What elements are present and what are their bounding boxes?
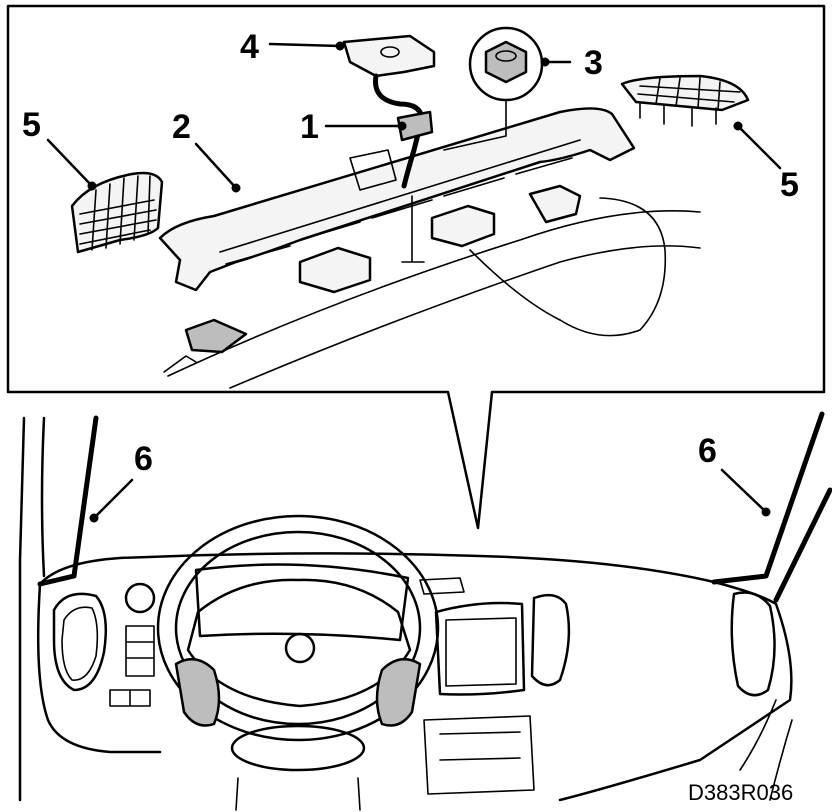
nut-leader	[443, 99, 507, 151]
sensor-bracket	[342, 34, 436, 78]
duct-vent-slots	[225, 157, 573, 265]
horn-emblem	[284, 632, 316, 664]
dash-front-edge	[163, 355, 197, 373]
leader-1-dot	[397, 121, 407, 131]
right-a-pillar	[711, 411, 825, 585]
callout-6-right: 6	[698, 432, 717, 470]
duct-ridge-line	[219, 139, 581, 253]
left-grille-mesh	[79, 175, 157, 251]
inset-dash-curve-2	[469, 249, 561, 321]
leader-6-left-dot	[89, 513, 99, 523]
callout-4: 4	[240, 28, 259, 66]
left-switch-panel	[125, 625, 155, 677]
duct-center-opening	[349, 149, 397, 191]
left-air-vent-inner	[61, 606, 99, 681]
sensor-guide-line	[401, 195, 425, 263]
right-air-vent	[730, 591, 776, 697]
left-air-vent	[52, 592, 107, 692]
inset-dash-lower-line	[229, 245, 701, 389]
callout-numbers: 4 1 3 2 5 5 6 6 D383R036	[22, 28, 799, 805]
dash-left-edge	[36, 582, 162, 754]
dash-front-tab	[184, 318, 248, 354]
nut-bore	[495, 50, 517, 62]
center-right-vent	[530, 593, 571, 687]
right-speaker-grille	[620, 74, 750, 112]
right-grille-mesh	[637, 77, 741, 111]
steering-wheel-hub	[186, 578, 412, 708]
bracket-hole	[380, 46, 400, 58]
dash-mount-bracket	[430, 204, 496, 248]
defrost-vent-slot	[419, 577, 465, 595]
leader-6-left	[92, 478, 134, 520]
instrument-cluster-hood	[194, 563, 410, 642]
left-pillar-outer	[40, 416, 46, 578]
right-wheel-spoke	[375, 657, 422, 727]
left-wheel-spoke	[174, 657, 221, 727]
sensor-cable	[373, 73, 425, 189]
center-display-inner	[445, 617, 517, 687]
steering-wheel-inner	[174, 530, 422, 726]
left-lower-switches	[109, 689, 151, 707]
callout-2: 2	[172, 108, 191, 146]
radio-panel	[423, 715, 535, 795]
detail-inset	[6, 4, 826, 530]
left-a-pillar	[37, 415, 99, 587]
airbag-cover	[230, 724, 366, 772]
leader-5-left-dot	[87, 181, 97, 191]
nut-icon	[484, 40, 528, 84]
callout-leaders	[46, 41, 782, 523]
callout-5-left: 5	[22, 106, 41, 144]
leader-2	[194, 142, 238, 190]
dash-right-edge	[558, 602, 793, 802]
inset-dash-curve	[559, 197, 667, 337]
leader-2-dot	[231, 183, 241, 193]
leader-4	[268, 42, 342, 48]
sensor-plug	[396, 110, 434, 142]
right-grille-clips	[639, 103, 717, 127]
dash-top-edge	[38, 552, 778, 606]
figure-reference-code: D383R036	[688, 780, 793, 805]
headlight-switch	[124, 582, 156, 614]
leader-5-right	[736, 124, 782, 170]
leader-5-left	[46, 138, 94, 188]
callout-5-right: 5	[780, 166, 799, 204]
steering-wheel-rim	[156, 514, 440, 742]
leader-5-right-dot	[733, 121, 743, 131]
leader-4-dot	[335, 41, 345, 51]
left-door-edge	[18, 416, 26, 802]
center-display	[434, 601, 526, 696]
inset-dash-top-line	[167, 210, 701, 377]
leader-6-right	[720, 468, 768, 514]
callout-6-left: 6	[134, 440, 153, 478]
right-pillar-outer	[773, 487, 832, 603]
callout-1: 1	[300, 108, 319, 146]
steering-column	[235, 777, 361, 811]
dashboard-overview	[18, 411, 832, 811]
inset-callout-frame	[6, 4, 826, 530]
leader-6-right-dot	[761, 507, 771, 517]
dash-mount-bracket	[528, 184, 582, 224]
leader-3-dot	[540, 57, 550, 67]
dash-mount-bracket	[298, 246, 372, 294]
glovebox-lines	[739, 699, 793, 801]
callout-3: 3	[584, 44, 603, 82]
